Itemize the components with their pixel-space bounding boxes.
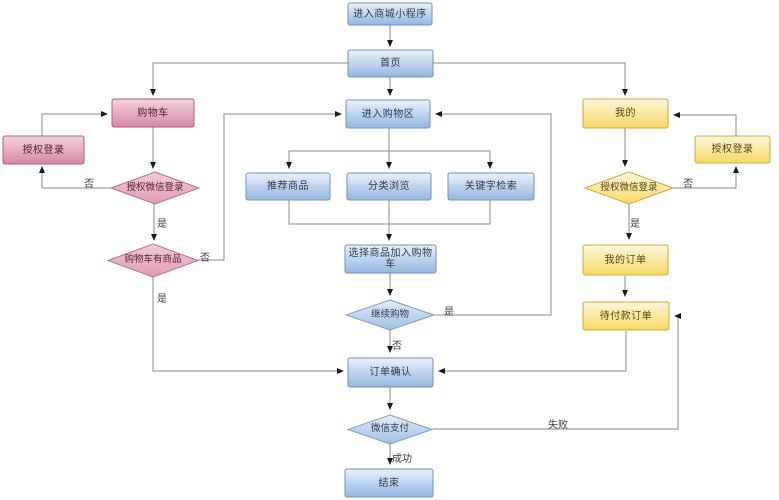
node-mine-shape	[582, 98, 669, 129]
edge-authlogin-cart	[41, 111, 108, 136]
node-category-shape	[346, 172, 432, 201]
node-order-confirm-shape	[347, 357, 434, 388]
node-cart-has-items-shape	[106, 243, 200, 278]
edge-pending-orderconfirm	[438, 331, 627, 374]
edge-home-mine	[433, 62, 628, 96]
node-my-orders-shape	[582, 244, 669, 276]
edge-wechatpay-pending-fail	[433, 313, 681, 430]
node-start-shape	[347, 2, 433, 26]
edge-continue-shopping-yes	[434, 111, 552, 316]
node-recommend-shape	[245, 172, 331, 201]
node-pending-orders-shape	[582, 301, 670, 331]
node-cart-shape	[111, 98, 195, 128]
node-shapes	[2, 2, 771, 498]
edge-authlogin-mine-r	[673, 112, 737, 136]
edge-carthasitems-orderconfirm-yes	[152, 277, 344, 374]
edge-authwechat-authlogin-no-r	[673, 166, 739, 189]
edge-authwechat-authlogin-no	[39, 166, 111, 189]
edge-home-cart	[150, 62, 348, 96]
node-auth-login-left-shape	[2, 135, 85, 165]
node-keyword-shape	[447, 172, 535, 201]
node-enter-shopping-shape	[345, 99, 431, 129]
node-auth-wechat-right-shape	[583, 171, 675, 205]
node-add-to-cart-shape	[344, 244, 437, 274]
node-auth-login-right-shape	[694, 135, 771, 164]
node-home-shape	[347, 49, 434, 78]
node-end-shape	[344, 468, 434, 498]
node-continue-shopping-shape	[344, 299, 436, 331]
node-wechat-pay-shape	[346, 414, 434, 445]
edge-shopping-fanout	[289, 128, 490, 152]
edge-carthasitems-shopping-no	[198, 111, 342, 261]
edges	[39, 25, 739, 465]
node-auth-wechat-left-shape	[109, 171, 201, 205]
